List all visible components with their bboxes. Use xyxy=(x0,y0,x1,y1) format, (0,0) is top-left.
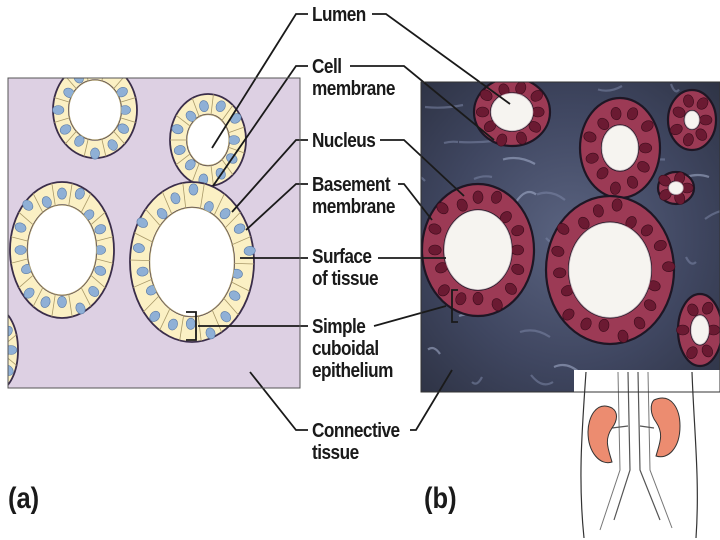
lumen xyxy=(28,205,97,295)
label-simple-cuboidal-epithelium-line-2: cuboidal xyxy=(312,338,393,360)
lumen xyxy=(150,208,234,317)
nucleus xyxy=(532,107,545,117)
label-basement-membrane-line-2: membrane xyxy=(312,196,395,218)
nucleus xyxy=(186,318,195,329)
tubule-b-top xyxy=(474,78,550,148)
tubule-b-center xyxy=(546,196,675,344)
tubule-a-left xyxy=(10,182,114,318)
kidney-inset-figure xyxy=(574,370,720,540)
lumen xyxy=(444,210,511,289)
connective-tissue-fiber xyxy=(444,142,458,143)
lumen xyxy=(187,115,229,166)
nucleus xyxy=(511,245,524,255)
lumen xyxy=(691,316,709,345)
label-basement-membrane-line-1: Basement xyxy=(312,174,395,196)
label-connective-tissue: Connective tissue xyxy=(312,420,400,464)
nucleus xyxy=(677,325,690,335)
panel-a-label: (a) xyxy=(8,482,39,516)
cell-membrane-line xyxy=(2,313,6,331)
label-surface-of-tissue: Surface of tissue xyxy=(312,246,378,290)
nucleus xyxy=(189,184,198,195)
nucleus xyxy=(662,261,675,272)
nucleus xyxy=(476,107,489,117)
tubule-b-top-right xyxy=(580,98,660,198)
lumen xyxy=(569,223,651,318)
cell-membrane-line xyxy=(2,368,6,386)
nucleus xyxy=(107,65,120,79)
nucleus xyxy=(58,296,67,307)
nucleus xyxy=(473,191,483,204)
nucleus xyxy=(6,346,17,355)
label-cell-membrane-line-2: membrane xyxy=(312,78,395,100)
label-simple-cuboidal-epithelium-line-3: epithelium xyxy=(312,360,393,382)
nucleus xyxy=(0,312,3,323)
nucleus xyxy=(91,64,100,75)
panel-b-micrograph xyxy=(381,72,720,392)
label-cell-membrane: Cell membrane xyxy=(312,56,395,100)
nucleus xyxy=(553,268,566,279)
tubule-a-top-left xyxy=(53,62,137,159)
lumen xyxy=(69,80,121,140)
nucleus xyxy=(429,245,442,255)
label-simple-cuboidal-epithelium: Simple cuboidal epithelium xyxy=(312,316,393,382)
nucleus xyxy=(639,143,652,153)
lumen xyxy=(669,182,683,195)
nucleus xyxy=(15,246,26,255)
label-connective-tissue-line-2: tissue xyxy=(312,442,400,464)
tubule-b-far-right xyxy=(668,90,716,150)
panel-a-drawing xyxy=(0,62,300,390)
label-surface-of-tissue-line-1: Surface xyxy=(312,246,378,268)
connective-tissue-fiber xyxy=(459,141,493,142)
nucleus xyxy=(91,148,100,159)
label-simple-cuboidal-epithelium-line-1: Simple xyxy=(312,316,393,338)
label-surface-of-tissue-line-2: of tissue xyxy=(312,268,378,290)
tubule-b-bottom-right xyxy=(677,294,720,366)
label-cell-membrane-line-1: Cell xyxy=(312,56,395,78)
nucleus xyxy=(53,106,64,115)
lumen xyxy=(685,111,699,129)
lumen xyxy=(0,330,8,370)
tubule-a-top-right xyxy=(170,94,246,186)
label-connective-tissue-line-1: Connective xyxy=(312,420,400,442)
nucleus xyxy=(699,115,712,125)
tubule-b-left xyxy=(422,184,534,316)
nucleus xyxy=(0,376,3,387)
lumen xyxy=(491,93,533,130)
nucleus xyxy=(228,136,239,145)
nucleus xyxy=(473,292,483,305)
label-nucleus: Nucleus xyxy=(312,130,375,152)
panel-b-label: (b) xyxy=(424,482,457,516)
lumen xyxy=(602,126,638,171)
label-basement-membrane: Basement membrane xyxy=(312,174,395,218)
label-lumen: Lumen xyxy=(312,4,366,26)
nucleus xyxy=(58,188,67,199)
